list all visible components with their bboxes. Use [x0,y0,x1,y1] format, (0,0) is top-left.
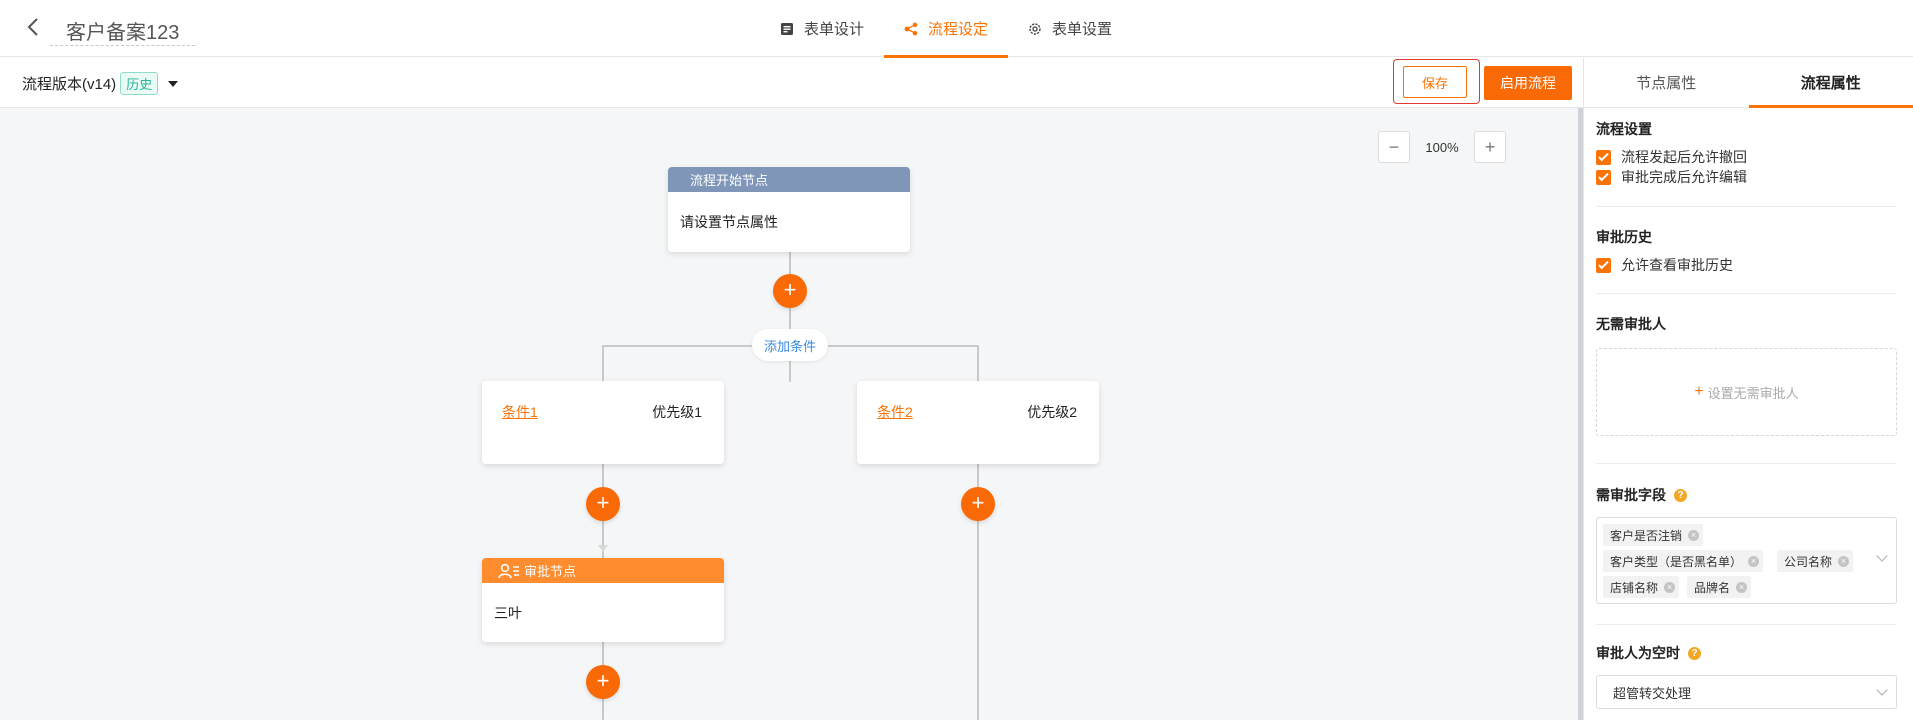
field-tag: 客户类型（是否黑名单） × [1603,550,1764,572]
connector-line [789,252,791,382]
main-tabs: 表单设计 流程设定 表单设置 [760,0,1132,58]
caret-down-icon[interactable] [168,80,179,87]
tab-form-design-label: 表单设计 [804,21,865,38]
approval-node-header: 审批节点 [482,558,724,583]
condition-2-priority: 优先级2 [1027,404,1077,420]
tab-node-properties[interactable]: 节点属性 [1636,75,1697,92]
section-divider [1596,624,1896,625]
history-badge: 历史 [120,72,159,95]
add-node-button[interactable]: + [586,665,620,699]
add-node-button[interactable]: + [961,487,995,521]
remove-tag-icon[interactable]: × [1838,555,1850,567]
start-node-body: 请设置节点属性 [680,214,778,230]
help-icon[interactable]: ? [1674,488,1687,502]
empty-approver-title: 审批人为空时 ? [1596,643,1701,663]
approval-node-body: 三叶 [494,604,522,621]
condition-2-link[interactable]: 条件2 [877,404,913,420]
start-node[interactable]: 流程开始节点 请设置节点属性 [668,167,910,252]
zoom-control: − 100% + [1378,131,1506,163]
approver-icon [498,563,519,578]
remove-tag-icon[interactable]: × [1748,555,1760,567]
chevron-down-icon[interactable] [1876,550,1888,562]
allow-edit-option[interactable]: 审批完成后允许编辑 [1596,167,1747,187]
set-no-approver-label: 设置无需审批人 [1707,385,1799,401]
add-condition-button[interactable]: 添加条件 [752,329,828,361]
allow-edit-label: 审批完成后允许编辑 [1621,169,1747,185]
remove-tag-icon[interactable]: × [1736,581,1748,593]
section-divider [1596,293,1896,294]
zoom-level: 100% [1425,139,1459,155]
set-no-approver-button[interactable]: + 设置无需审批人 [1596,348,1897,436]
allow-withdraw-label: 流程发起后允许撤回 [1621,149,1747,165]
checkbox-checked[interactable] [1596,169,1611,185]
approval-node-title: 审批节点 [524,564,577,579]
condition-node-2[interactable]: 条件2 优先级2 [857,381,1099,464]
section-divider [1596,206,1896,207]
remove-tag-icon[interactable]: × [1664,581,1676,593]
version-selector[interactable]: 流程版本(v14) 历史 [22,72,179,95]
flow-settings-title: 流程设置 [1596,121,1652,137]
tab-flow-settings-label: 流程设定 [928,21,989,38]
flow-canvas[interactable]: − 100% + 流程开始节点 请设置节点属性 + 添加条件 条件1 优先级1 … [0,108,1578,720]
condition-1-priority: 优先级1 [652,404,702,420]
section-divider [1596,463,1896,464]
view-history-option[interactable]: 允许查看审批历史 [1596,255,1733,275]
required-fields-title: 需审批字段 ? [1596,485,1687,505]
chevron-down-icon [1876,684,1888,696]
checkbox-checked[interactable] [1596,149,1611,165]
field-tag: 店铺名称 × [1603,576,1680,598]
no-approver-title: 无需审批人 [1596,316,1666,332]
plus-icon: + [1694,383,1704,400]
enable-flow-button[interactable]: 启用流程 [1484,66,1572,100]
save-highlight: 保存 [1393,59,1480,104]
condition-1-link[interactable]: 条件1 [502,404,538,420]
form-icon [781,22,793,35]
remove-tag-icon[interactable]: × [1688,529,1700,541]
flow-icon [904,22,918,35]
required-fields-select[interactable]: 客户是否注销 × 客户类型（是否黑名单） × 公司名称 × 店铺名称 × 品牌名 × [1596,517,1897,604]
add-node-button[interactable]: + [586,487,620,521]
allow-withdraw-option[interactable]: 流程发起后允许撤回 [1596,147,1747,167]
field-tag-label: 公司名称 [1784,554,1833,569]
tab-form-settings-label: 表单设置 [1052,21,1113,38]
save-button[interactable]: 保存 [1403,66,1467,98]
required-fields-label: 需审批字段 [1596,487,1666,503]
view-history-label: 允许查看审批历史 [1621,257,1733,273]
connector-line [977,464,979,720]
back-arrow-icon[interactable] [24,15,44,39]
arrow-down-icon [598,545,608,552]
approval-history-title: 审批历史 [1596,229,1652,245]
field-tag-label: 店铺名称 [1610,580,1659,595]
approval-node[interactable]: 审批节点 三叶 [482,558,724,642]
field-tag-label: 客户类型（是否黑名单） [1610,554,1743,569]
zoom-out-button[interactable]: − [1378,131,1410,163]
form-title[interactable]: 客户备案123 [50,12,195,46]
checkbox-checked[interactable] [1596,257,1611,273]
version-label: 流程版本(v14) [22,76,117,93]
empty-approver-label: 审批人为空时 [1596,645,1680,661]
field-tag-label: 品牌名 [1694,580,1731,595]
field-tag: 品牌名 × [1687,576,1752,598]
top-header: 客户备案123 表单设计 流程设定 表单设置 [0,0,1913,58]
start-node-header: 流程开始节点 [668,167,910,192]
add-node-button[interactable]: + [773,274,807,308]
tab-form-design[interactable]: 表单设计 [760,0,884,57]
tab-flow-properties[interactable]: 流程属性 [1748,58,1913,108]
tab-form-settings[interactable]: 表单设置 [1008,0,1132,57]
gear-icon [1029,22,1041,35]
canvas-scrollbar[interactable] [1578,108,1583,720]
condition-node-1[interactable]: 条件1 优先级1 [482,381,724,464]
field-tag: 公司名称 × [1777,550,1854,572]
empty-approver-value: 超管转交处理 [1613,685,1692,701]
panel-tabs: 节点属性 流程属性 [1584,58,1913,108]
zoom-in-button[interactable]: + [1474,131,1506,163]
help-icon[interactable]: ? [1688,646,1701,660]
field-tag: 客户是否注销 × [1603,524,1704,546]
tab-flow-settings[interactable]: 流程设定 [884,0,1009,58]
flow-toolbar: 流程版本(v14) 历史 保存 启用流程 [0,58,1583,108]
properties-panel: 节点属性 流程属性 流程设置 流程发起后允许撤回 审批完成后允许编辑 审批历史 … [1583,58,1913,720]
field-tag-label: 客户是否注销 [1610,528,1683,543]
empty-approver-select[interactable]: 超管转交处理 [1596,675,1897,709]
